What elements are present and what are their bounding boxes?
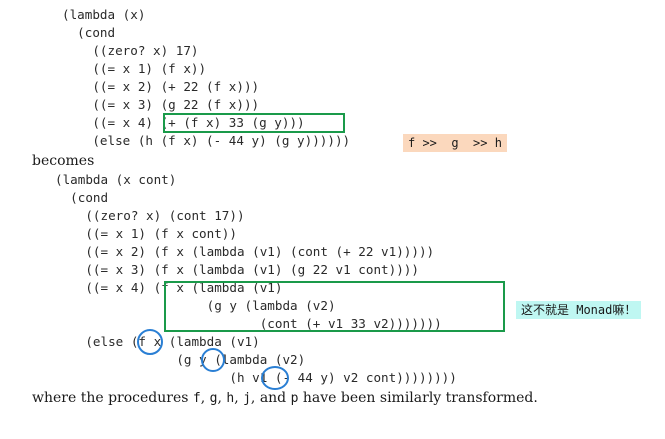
code-line: ((= x 1) (f x)) xyxy=(62,61,207,76)
proc-h: h xyxy=(226,391,235,406)
highlight-box-sum-expression xyxy=(163,113,345,133)
code-line: (lambda (x) xyxy=(62,7,146,22)
highlight-circle-h xyxy=(261,366,289,390)
highlight-circle-g xyxy=(201,348,225,372)
code-line: ((= x 2) (+ 22 (f x))) xyxy=(62,79,260,94)
code-line: (cond xyxy=(62,25,116,40)
code-line: (g y (lambda (v2) xyxy=(55,352,306,367)
code-line: (lambda (x cont) xyxy=(55,172,177,187)
highlight-circle-f xyxy=(137,329,163,355)
code-line: (cond xyxy=(55,190,109,205)
code-line: (h v1 (- 44 y) v2 cont)))))))) xyxy=(55,370,457,385)
code-line: ((= x 2) (f x (lambda (v1) (cont (+ 22 v… xyxy=(55,244,435,259)
monad-note: 这不就是 Monad嘛！ xyxy=(516,301,642,319)
code-line: ((= x 4) (+ (f x) 33 (g y))) xyxy=(62,115,305,130)
code-line: ((= x 3) (g 22 (f x))) xyxy=(62,97,260,112)
proc-p: p xyxy=(290,391,299,406)
becomes-text: becomes xyxy=(32,153,95,169)
code-line: (else (h (f x) (- 44 y) (g y)))))) xyxy=(62,133,351,148)
code-line: ((= x 3) (f x (lambda (v1) (g 22 v1 cont… xyxy=(55,262,419,277)
proc-g: g xyxy=(209,391,218,406)
code-line: ((= x 1) (f x cont)) xyxy=(55,226,237,241)
proc-f: f xyxy=(192,391,201,406)
code-line: ((zero? x) (cont 17)) xyxy=(55,208,245,223)
highlight-box-cps-clause xyxy=(164,281,505,332)
footer-text: where the procedures f, g, h, j, and p h… xyxy=(32,390,538,406)
code-line: (cont (+ v1 33 v2))))))) xyxy=(55,316,442,331)
pipeline-note: f >> g >> h xyxy=(403,134,507,152)
code-line: (g y (lambda (v2) xyxy=(55,298,336,313)
proc-j: j xyxy=(243,391,251,406)
code-line: ((zero? x) 17) xyxy=(62,43,199,58)
